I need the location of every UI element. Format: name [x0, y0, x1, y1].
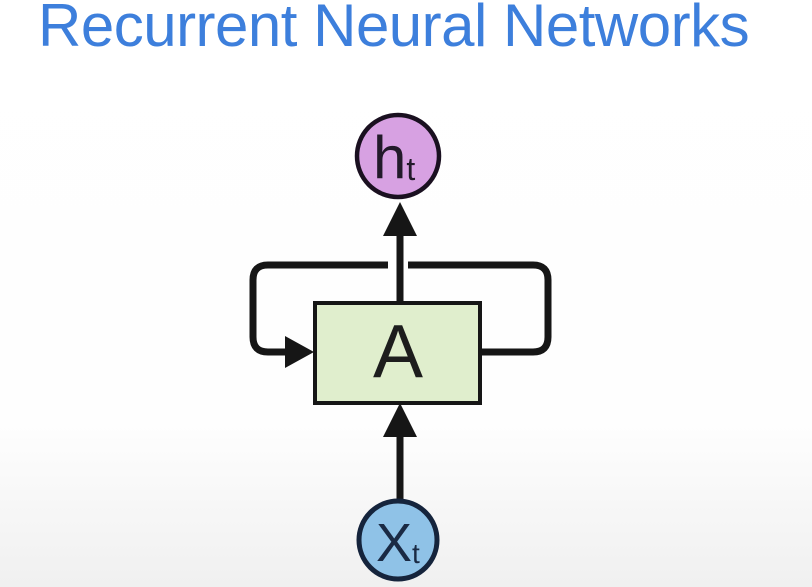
rnn-cell-label: A: [373, 309, 423, 393]
input-letter: X: [376, 513, 412, 573]
input-label: Xt: [376, 513, 420, 573]
page-title: Recurrent Neural Networks: [38, 0, 749, 59]
loop-line-left: [249, 261, 388, 356]
up-arrowhead-icon: [383, 202, 417, 236]
hidden-state-subscript: t: [406, 151, 415, 187]
input-subscript: t: [412, 538, 420, 569]
up-arrowhead-icon: [383, 403, 417, 437]
recurrence-loop-arrow: [249, 261, 552, 368]
loop-arrowhead-icon: [285, 336, 314, 368]
loop-line-right: [408, 261, 552, 356]
hidden-state-label: ht: [373, 124, 415, 191]
input-node: [356, 498, 440, 582]
output-arrow: [383, 202, 417, 304]
input-arrow: [383, 403, 417, 503]
rnn-cell-box: [313, 301, 482, 405]
hidden-state-node: [354, 112, 442, 200]
hidden-state-letter: h: [373, 124, 406, 191]
